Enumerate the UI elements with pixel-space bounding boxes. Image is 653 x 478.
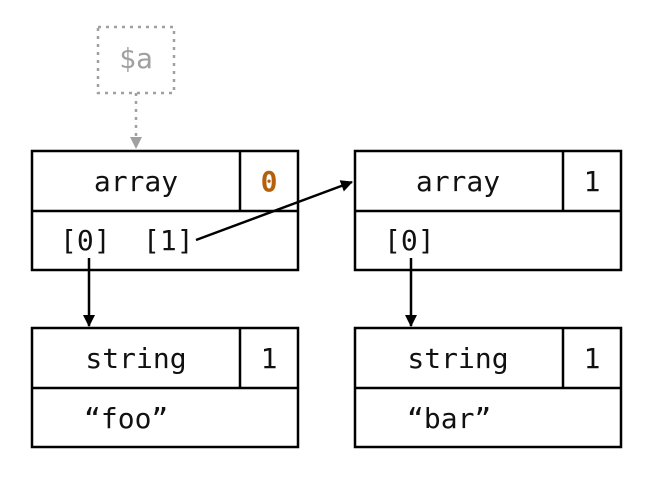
array-outer-node: array 0 [0] [1]: [30, 149, 300, 272]
edge-array-outer-1-to-array-inner: [195, 180, 353, 242]
node-refcount: 1: [584, 342, 601, 375]
node-value: “foo”: [84, 402, 168, 435]
node-value: “bar”: [407, 402, 491, 435]
string-foo-node: string 1 “foo”: [30, 326, 300, 449]
variable-a: $a: [96, 25, 176, 95]
node-type-label: array: [416, 165, 500, 198]
node-refcount: 0: [261, 165, 278, 198]
string-bar-node: string 1 “bar”: [353, 326, 623, 449]
node-slot-0: [0]: [384, 224, 435, 257]
array-inner-node: array 1 [0]: [353, 149, 623, 272]
node-type-label: string: [85, 342, 186, 375]
variable-name: $a: [119, 42, 153, 75]
node-type-label: string: [407, 342, 508, 375]
node-refcount: 1: [261, 342, 278, 375]
variable-box: [96, 25, 176, 95]
node-slot-1: [1]: [143, 224, 194, 257]
node-type-label: array: [94, 165, 178, 198]
node-slot-0: [0]: [60, 224, 111, 257]
node-refcount: 1: [584, 165, 601, 198]
